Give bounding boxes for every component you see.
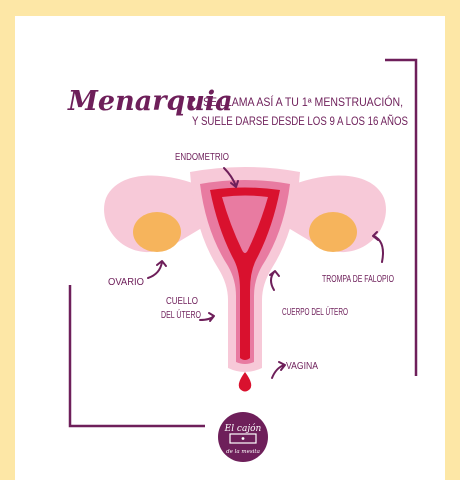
logo-line-2: de la mesita <box>226 449 260 455</box>
label-cuello-1: CUELLO <box>166 296 198 307</box>
title-colon: : <box>187 86 197 117</box>
label-cuello-2: DEL ÚTERO <box>161 308 201 321</box>
label-cuerpo: CUERPO DEL ÚTERO <box>282 305 348 318</box>
arrow-ovario <box>148 261 166 278</box>
arrow-cuello <box>200 313 214 321</box>
label-ovario: OVARIO <box>108 277 144 288</box>
arrow-vagina <box>272 362 285 378</box>
arrow-cuerpo <box>270 271 279 290</box>
brand-logo: El cajón de la mesita <box>218 412 268 462</box>
arrow-trompa <box>373 232 383 262</box>
blood-drop <box>239 372 251 392</box>
ovary-left <box>133 212 181 252</box>
subtitle-line-1: SE LLAMA ASÍ A TU 1ª MENSTRUACIÓN, <box>203 96 403 109</box>
label-vagina: VAGINA <box>286 361 318 372</box>
label-endometrio: ENDOMETRIO <box>175 152 229 163</box>
logo-line-1: El cajón <box>224 423 262 434</box>
ovary-right <box>309 212 357 252</box>
subtitle-line-2: Y SUELE DARSE DESDE LOS 9 A LOS 16 AÑOS <box>192 115 408 128</box>
label-trompa: TROMPA DE FALOPIO <box>322 274 394 285</box>
